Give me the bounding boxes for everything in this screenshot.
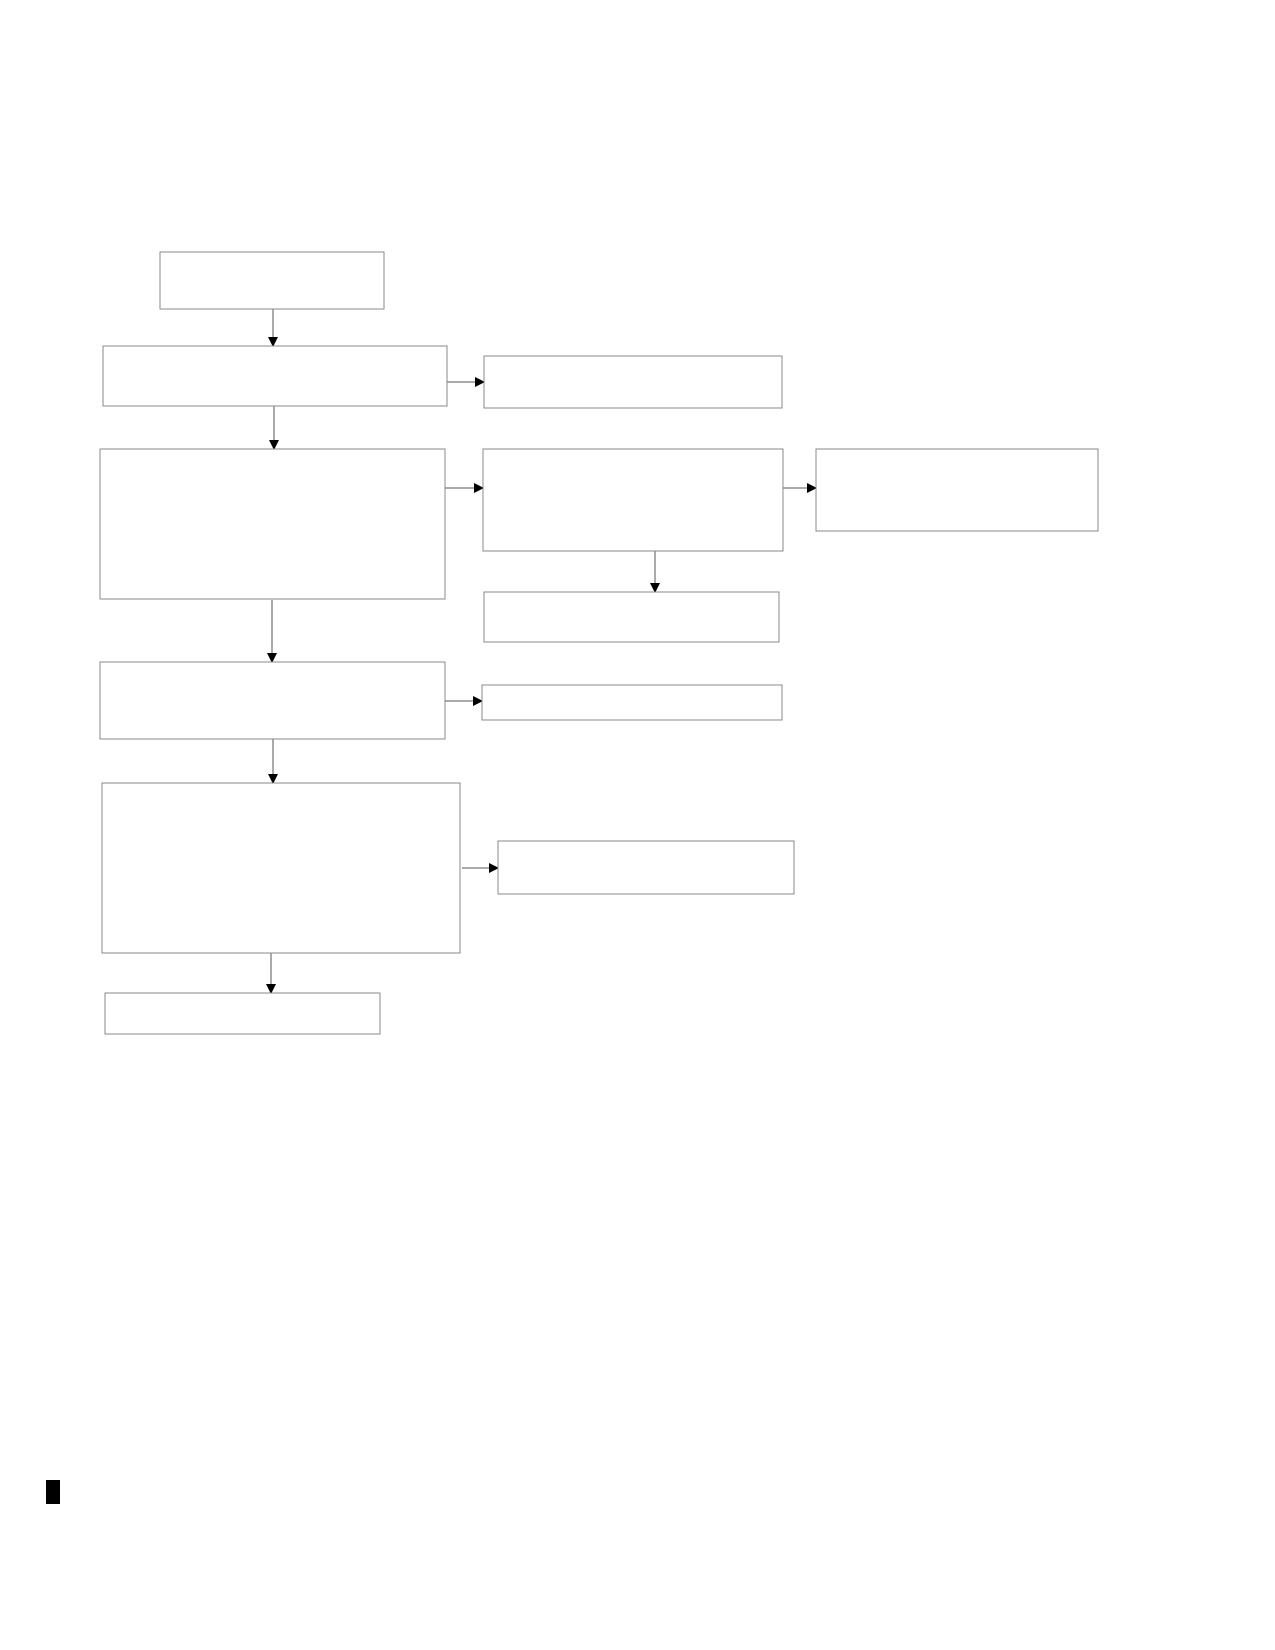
flow-node-n9 — [481, 684, 783, 721]
node-box — [815, 448, 1099, 532]
flow-node-n3 — [483, 355, 783, 409]
flow-node-n7 — [483, 591, 780, 643]
node-box — [159, 251, 385, 310]
node-box — [102, 345, 448, 407]
node-box — [482, 448, 784, 552]
flow-node-n10 — [101, 782, 461, 954]
node-box — [483, 591, 780, 643]
node-box — [497, 840, 795, 895]
nodes-layer — [99, 251, 1099, 1035]
flow-node-n1 — [159, 251, 385, 310]
node-box — [101, 782, 461, 954]
node-box — [483, 355, 783, 409]
node-box — [99, 661, 446, 740]
flow-node-n5 — [482, 448, 784, 552]
edges-layer — [266, 309, 817, 994]
flow-node-n2 — [102, 345, 448, 407]
node-box — [99, 448, 446, 600]
flow-node-n8 — [99, 661, 446, 740]
flow-node-n6 — [815, 448, 1099, 532]
node-box — [481, 684, 783, 721]
flow-node-n12 — [104, 992, 381, 1035]
page-marker — [46, 1480, 60, 1504]
flow-node-n11 — [497, 840, 795, 895]
flow-node-n4 — [99, 448, 446, 600]
node-box — [104, 992, 381, 1035]
